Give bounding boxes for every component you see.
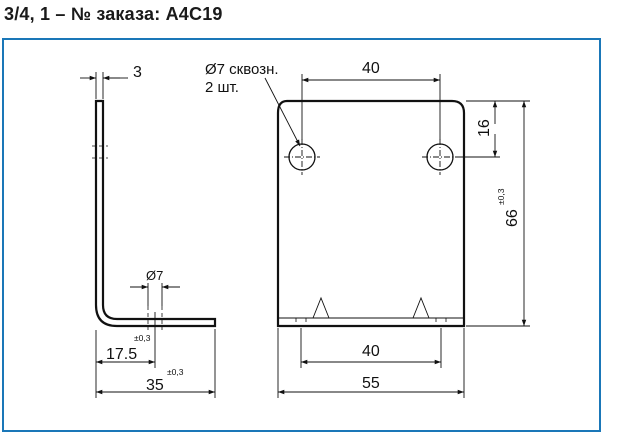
side-view: 3 Ø7 17.5 ±0,3 35 ±0,3 — [80, 64, 217, 398]
width-label: 55 — [362, 375, 380, 392]
height-label: 66 — [504, 209, 521, 227]
bottom-spacing-label: 40 — [362, 343, 380, 360]
thickness-label: 3 — [133, 64, 142, 81]
hole-callout-line1: Ø7 сквозн. — [205, 61, 279, 78]
front-view: Ø7 сквозн. 2 шт. 40 16 66 ±0,3 40 — [205, 60, 530, 398]
hole-callout-line2: 2 шт. — [205, 79, 239, 96]
hole-diameter-label: Ø7 — [146, 268, 163, 283]
l-profile-outline — [94, 99, 217, 328]
top-offset-label: 16 — [476, 119, 493, 137]
hole-offset-tolerance: ±0,3 — [134, 333, 151, 343]
length-label: 35 — [146, 377, 164, 394]
plate-outline — [276, 99, 466, 328]
height-tolerance: ±0,3 — [496, 188, 506, 205]
order-title: 3/4, 1 – № заказа: A4C19 — [4, 4, 223, 24]
top-spacing-label: 40 — [362, 60, 380, 77]
length-tolerance: ±0,3 — [167, 367, 184, 377]
drawing-frame — [2, 38, 601, 432]
hole-offset-label: 17.5 — [106, 346, 137, 363]
